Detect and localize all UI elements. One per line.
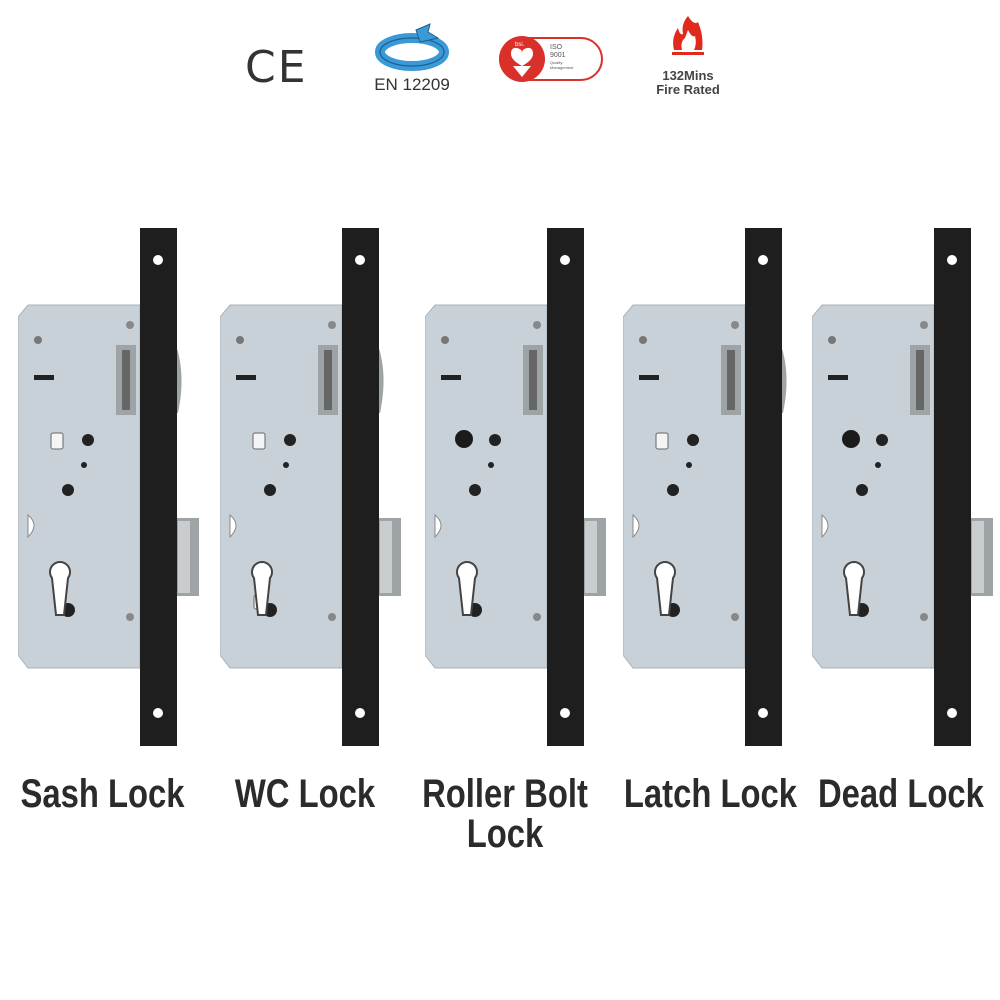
svg-text:Management: Management bbox=[550, 65, 574, 70]
bsi-logo-icon: bsi. ISO 9001 Quality Management bbox=[499, 36, 603, 82]
product-label-latch-lock: Latch Lock bbox=[623, 772, 798, 816]
lock-body-dead bbox=[812, 228, 993, 746]
product-label-wc-lock: WC Lock bbox=[234, 772, 376, 816]
en-12209-badge: EN 12209 bbox=[362, 22, 462, 95]
en-12209-icon bbox=[375, 23, 449, 71]
flame-icon bbox=[672, 16, 704, 55]
product-label-roller-bolt-lock: Roller Bolt bbox=[422, 772, 588, 816]
lock-body-latch bbox=[623, 228, 787, 746]
lock-body-sash bbox=[18, 228, 199, 746]
lock-body-roller bbox=[425, 228, 606, 746]
product-label-roller-bolt-lock-line2: Lock bbox=[466, 812, 544, 856]
fire-rated-badge: 132Mins Fire Rated bbox=[650, 14, 726, 97]
svg-text:Quality: Quality bbox=[550, 60, 562, 65]
product-label-dead-lock: Dead Lock bbox=[818, 772, 984, 816]
product-label-sash-lock: Sash Lock bbox=[20, 772, 185, 816]
svg-text:bsi.: bsi. bbox=[515, 42, 525, 48]
svg-text:ISO: ISO bbox=[550, 44, 563, 51]
lock-body-wc bbox=[220, 228, 401, 746]
bsi-iso-9001-badge: bsi. ISO 9001 Quality Management bbox=[498, 34, 604, 89]
svg-text:9001: 9001 bbox=[550, 52, 566, 59]
ce-mark: CE bbox=[245, 42, 308, 93]
